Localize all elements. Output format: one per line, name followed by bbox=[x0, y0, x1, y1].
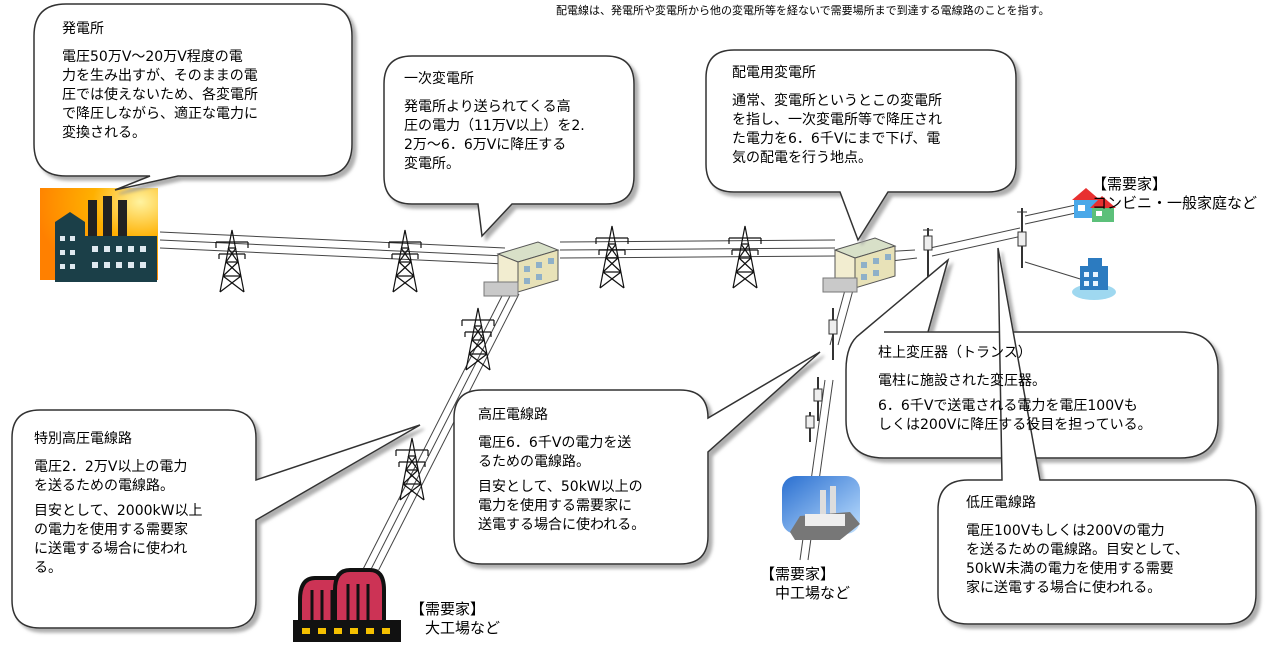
power-plant-text: 発電所 電圧50万V～20万V程度の電 力を生み出すが、そのままの電 圧では使え… bbox=[62, 20, 347, 149]
power-plant-description: 電圧50万V～20万V程度の電 力を生み出すが、そのままの電 圧では使えないため… bbox=[62, 49, 258, 141]
primary-substation-title: 一次変電所 bbox=[404, 71, 474, 87]
large-factory-icon bbox=[293, 568, 401, 642]
callout-low-voltage-line bbox=[937, 247, 1257, 625]
callout-high-voltage-line bbox=[453, 351, 821, 565]
extra-high-voltage-description-1: 電圧2．2万V以上の電力 を送るための電線路。 bbox=[34, 459, 188, 494]
transmission-towers bbox=[215, 225, 762, 501]
transmission-tower bbox=[595, 225, 629, 289]
utility-pole bbox=[923, 228, 933, 284]
distribution-substation-building bbox=[822, 237, 897, 293]
medium-factory-icon bbox=[782, 476, 860, 540]
callout-primary-substation bbox=[383, 55, 635, 238]
callout-extra-high-voltage-line bbox=[11, 409, 421, 629]
high-voltage-description-2: 目安として、50kW以上の 電力を使用する需要家に 送電する場合に使われる。 bbox=[478, 479, 646, 533]
distribution-substation-text: 配電用変電所 通常、変電所というとこの変電所 を指し、一次変電所等で降圧され た… bbox=[732, 64, 1012, 174]
callout-distribution-substation bbox=[705, 49, 1017, 242]
consumer-large-factory-label: 【需要家】 大工場など bbox=[410, 600, 501, 637]
transmission-tower bbox=[215, 229, 249, 293]
high-voltage-title: 高圧電線路 bbox=[478, 407, 548, 423]
callout-pole-transformer bbox=[845, 257, 1219, 459]
power-plant-icon bbox=[40, 188, 158, 282]
pole-transformer-text: 柱上変圧器（トランス） 電柱に施設された変圧器。 6．6千Vで送電される電力を電… bbox=[878, 344, 1208, 441]
primary-substation-building bbox=[483, 241, 560, 297]
transmission-tower bbox=[395, 437, 429, 501]
extra-high-voltage-title: 特別高圧電線路 bbox=[34, 431, 132, 447]
extra-high-voltage-text: 特別高圧電線路 電圧2．2万V以上の電力 を送るための電線路。 目安として、20… bbox=[34, 430, 249, 584]
low-voltage-text: 低圧電線路 電圧100Vもしくは200Vの電力 を送るための電線路。目安として、… bbox=[966, 494, 1248, 604]
callout-power-plant bbox=[33, 3, 353, 191]
pole-transformer-description-1: 電柱に施設された変圧器。 bbox=[878, 373, 1046, 389]
utility-poles bbox=[805, 208, 1027, 442]
utility-pole bbox=[1017, 208, 1027, 268]
transmission-tower bbox=[388, 229, 422, 293]
extra-high-voltage-description-2: 目安として、2000kW以上 の電力を使用する需要家 に送電する場合に使われ る… bbox=[34, 503, 203, 576]
distribution-substation-title: 配電用変電所 bbox=[732, 65, 816, 81]
high-voltage-text: 高圧電線路 電圧6．6千Vの電力を送 るための電線路。 目安として、50kW以上… bbox=[478, 406, 703, 541]
primary-substation-text: 一次変電所 発電所より送られてくる高 圧の電力（11万V以上）を2. 2万～6．… bbox=[404, 70, 632, 180]
low-voltage-title: 低圧電線路 bbox=[966, 495, 1036, 511]
transmission-tower bbox=[461, 307, 495, 371]
pole-transformer-title: 柱上変圧器（トランス） bbox=[878, 345, 1032, 361]
high-voltage-description-1: 電圧6．6千Vの電力を送 るための電線路。 bbox=[478, 435, 632, 470]
distribution-substation-description: 通常、変電所というとこの変電所 を指し、一次変電所等で降圧され た電力を6．6千… bbox=[732, 93, 942, 166]
consumer-home-label: 【需要家】 コンビニ・一般家庭など bbox=[1092, 175, 1258, 212]
diagram-note: 配電線は、発電所や変電所から他の変電所等を経ないで需要場所まで到達する電線路のこ… bbox=[556, 4, 1050, 17]
transmission-tower bbox=[728, 225, 762, 289]
pole-transformer-description-2: 6．6千Vで送電される電力を電圧100Vも しくは200Vに降圧する役目を担って… bbox=[878, 398, 1152, 433]
consumer-medium-factory-label: 【需要家】 中工場など bbox=[760, 565, 851, 602]
store-icon bbox=[1072, 258, 1116, 300]
low-voltage-description: 電圧100Vもしくは200Vの電力 を送るための電線路。目安として、 50kW未… bbox=[966, 523, 1189, 596]
power-plant-title: 発電所 bbox=[62, 21, 104, 37]
house-icon bbox=[1072, 188, 1116, 222]
primary-substation-description: 発電所より送られてくる高 圧の電力（11万V以上）を2. 2万～6．6万Vに降圧… bbox=[404, 99, 585, 172]
utility-pole bbox=[813, 377, 823, 421]
utility-pole bbox=[828, 308, 838, 360]
utility-pole bbox=[805, 412, 815, 442]
